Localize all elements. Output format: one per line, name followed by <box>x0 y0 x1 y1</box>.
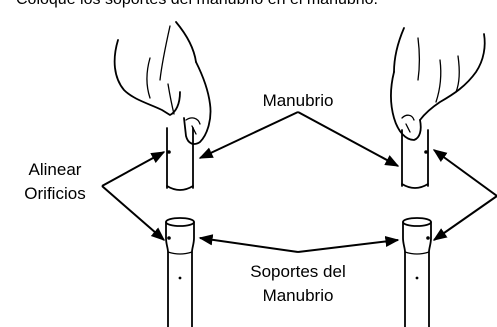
align-holes-leader-lines <box>101 151 166 241</box>
right-support-hole <box>426 236 430 240</box>
left-handlebar-support <box>165 217 195 327</box>
align-holes-label-line1: Alinear <box>29 160 82 179</box>
right-handlebar-tube <box>401 129 429 189</box>
supports-label-line2: Manubrio <box>263 286 334 305</box>
right-handlebar-support <box>402 217 432 327</box>
supports-label-line1: Soportes del <box>250 262 345 281</box>
right-hand-illustration <box>390 27 486 141</box>
left-support-hole-lower <box>178 276 182 280</box>
left-support-hole <box>167 236 171 240</box>
left-hand-illustration <box>113 21 212 145</box>
right-align-holes-leader-lines <box>432 149 497 241</box>
handlebar-leader-lines <box>198 111 400 167</box>
left-handlebar-tube <box>166 127 194 191</box>
header-text: Coloque los soportes del manubrio en el … <box>16 0 378 8</box>
align-holes-label-line2: Orificios <box>24 184 85 203</box>
support-leader-lines <box>198 234 400 253</box>
right-support-hole-lower <box>415 276 419 280</box>
left-handlebar-hole <box>167 150 171 154</box>
handlebar-label: Manubrio <box>263 91 334 110</box>
right-handlebar-hole <box>424 150 428 154</box>
